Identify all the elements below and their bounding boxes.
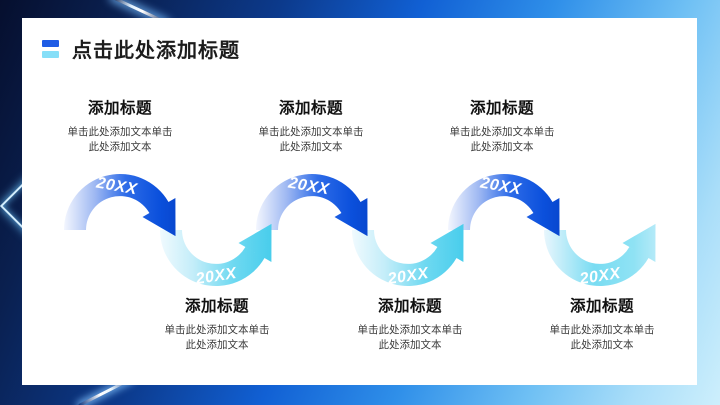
wave-timeline-graphic: 20XX 20XX 20XX 20XX 20XX 20XX [64, 173, 656, 289]
year-label-down-2: 20XX [386, 265, 431, 289]
title-bullet-bar-cyan [42, 50, 59, 58]
wave-arc-down-2 [352, 223, 464, 287]
title-bullet-bar-blue [42, 39, 59, 47]
wave-arc-up-2 [256, 173, 368, 237]
wave-arc-down-3 [544, 223, 656, 287]
timeline-item-top-2[interactable]: 添加标题 单击此处添加文本单击此处添加文本 [236, 96, 386, 155]
year-label-down-3: 20XX [578, 265, 623, 289]
step-body[interactable]: 单击此处添加文本单击此处添加文本 [258, 126, 364, 154]
wave-arc-up-1 [64, 173, 176, 237]
step-heading[interactable]: 添加标题 [569, 298, 634, 315]
step-body[interactable]: 单击此处添加文本单击此处添加文本 [549, 324, 655, 352]
step-heading[interactable]: 添加标题 [184, 298, 249, 315]
step-heading[interactable]: 添加标题 [469, 100, 534, 117]
step-body[interactable]: 单击此处添加文本单击此处添加文本 [164, 324, 270, 352]
timeline-item-top-1[interactable]: 添加标题 单击此处添加文本单击此处添加文本 [45, 96, 195, 155]
year-label-down-1: 20XX [194, 265, 239, 289]
step-body[interactable]: 单击此处添加文本单击此处添加文本 [67, 126, 173, 154]
step-heading[interactable]: 添加标题 [377, 298, 442, 315]
slide-content-panel: 点击此处添加标题 添加标题 单击此处添加文本单击此处添加文本 添加标题 单击此处… [22, 18, 697, 385]
timeline-item-bottom-2[interactable]: 添加标题 单击此处添加文本单击此处添加文本 [335, 294, 485, 353]
timeline-item-top-3[interactable]: 添加标题 单击此处添加文本单击此处添加文本 [427, 96, 577, 155]
step-heading[interactable]: 添加标题 [87, 100, 152, 117]
timeline-item-bottom-3[interactable]: 添加标题 单击此处添加文本单击此处添加文本 [527, 294, 677, 353]
step-body[interactable]: 单击此处添加文本单击此处添加文本 [357, 324, 463, 352]
wave-arc-up-3 [448, 173, 560, 237]
title-bullet-icon [42, 39, 59, 58]
wave-arc-down-1 [160, 223, 272, 287]
timeline-item-bottom-1[interactable]: 添加标题 单击此处添加文本单击此处添加文本 [142, 294, 292, 353]
step-heading[interactable]: 添加标题 [278, 100, 343, 117]
step-body[interactable]: 单击此处添加文本单击此处添加文本 [449, 126, 555, 154]
title-block: 点击此处添加标题 [42, 34, 240, 63]
slide-title[interactable]: 点击此处添加标题 [72, 40, 240, 62]
